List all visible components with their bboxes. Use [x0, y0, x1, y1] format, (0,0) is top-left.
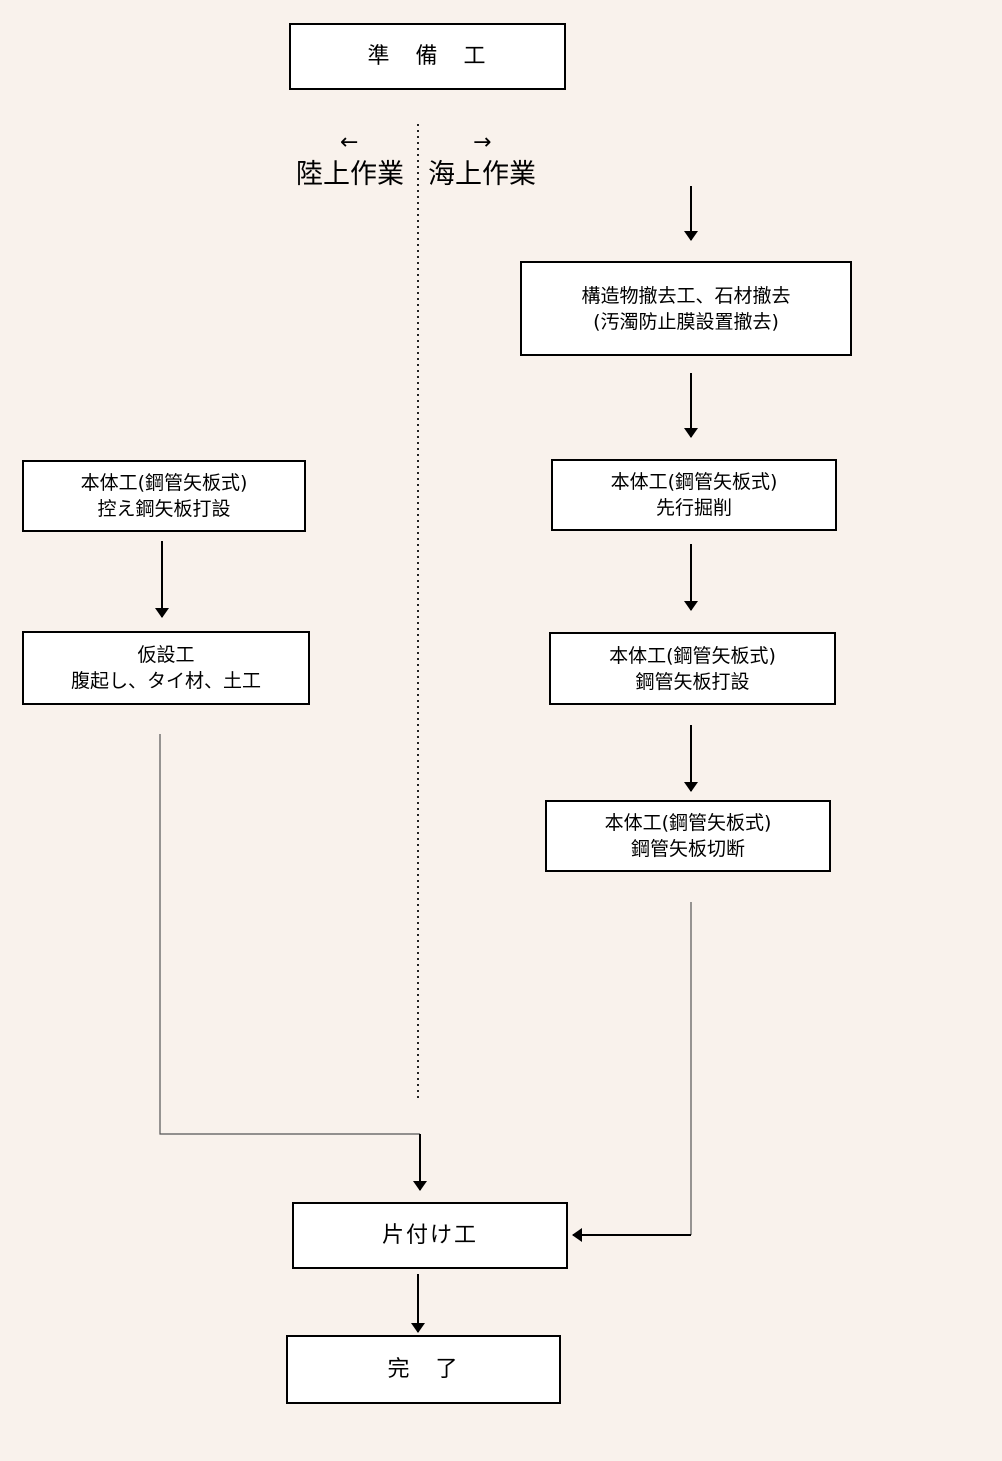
sea-step-pile-cutting-line1: 本体工(鋼管矢板式) — [604, 812, 772, 834]
land-step-temporary-work-line2: 腹起し、タイ材、土工 — [70, 670, 261, 692]
sea-step-excavation-line1: 本体工(鋼管矢板式) — [610, 471, 778, 493]
land-step-anchor-piles-line2: 控え鋼矢板打設 — [97, 498, 231, 520]
land-work-label: 陸上作業 — [296, 159, 404, 190]
end-label: 完 了 — [387, 1356, 460, 1382]
connector-land-to-cleanup — [159, 734, 420, 1135]
sea-step-pile-driving-line2: 鋼管矢板打設 — [635, 670, 750, 693]
sea-step-pile-cutting: 本体工(鋼管矢板式) 鋼管矢板切断 — [545, 800, 831, 872]
sea-arrow: → — [473, 130, 492, 155]
sea-step-removal-line1: 構造物撤去工、石材撤去 — [581, 284, 791, 307]
sea-step-excavation-line2: 先行掘削 — [655, 497, 732, 519]
land-step-temporary-work: 仮設工 腹起し、タイ材、土工 — [22, 631, 310, 705]
sea-step-excavation: 本体工(鋼管矢板式) 先行掘削 — [551, 459, 837, 531]
sea-step-pile-cutting-line2: 鋼管矢板切断 — [630, 838, 745, 860]
cleanup-box: 片付け工 — [292, 1202, 568, 1269]
sea-step-pile-driving: 本体工(鋼管矢板式) 鋼管矢板打設 — [549, 632, 836, 705]
land-step-anchor-piles-line1: 本体工(鋼管矢板式) — [80, 472, 248, 494]
sea-step-removal: 構造物撤去工、石材撤去 (汚濁防止膜設置撤去) — [520, 261, 852, 356]
land-arrow: ← — [340, 130, 359, 155]
start-box: 準 備 工 — [289, 23, 566, 90]
end-box: 完 了 — [286, 1335, 561, 1404]
land-step-anchor-piles: 本体工(鋼管矢板式) 控え鋼矢板打設 — [22, 460, 306, 532]
sea-step-removal-line2: (汚濁防止膜設置撤去) — [593, 310, 779, 333]
sea-step-pile-driving-line1: 本体工(鋼管矢板式) — [609, 644, 776, 667]
sea-work-label: 海上作業 — [428, 159, 536, 190]
land-step-temporary-work-line1: 仮設工 — [137, 644, 195, 666]
cleanup-label: 片付け工 — [381, 1222, 478, 1248]
start-label: 準 備 工 — [367, 43, 488, 69]
